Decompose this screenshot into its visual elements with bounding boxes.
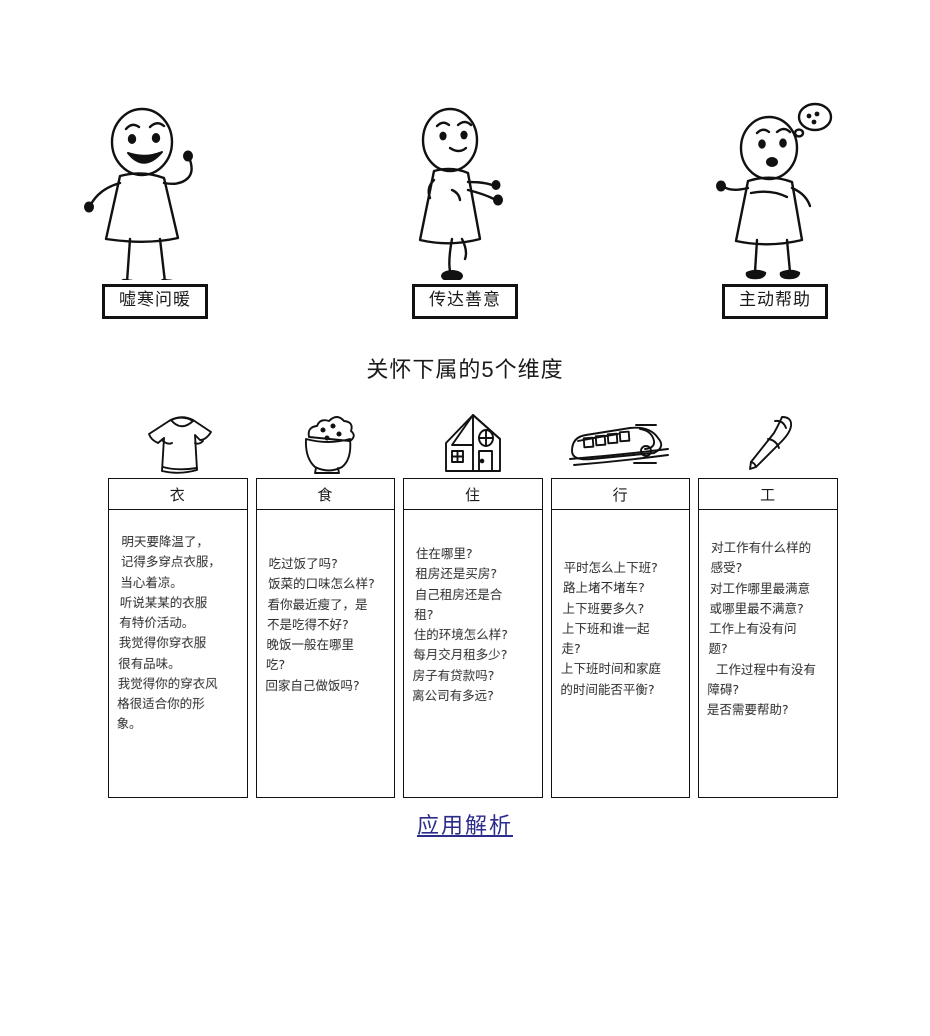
train-icon [546, 403, 692, 475]
figure-label-2: 传达善意 [412, 284, 518, 319]
column-body-5: 对工作有什么样的 感受? 对工作哪里最满意 或哪里最不满意? 工作上有没有问 题… [698, 510, 838, 798]
column-header-2: 食 [255, 478, 396, 510]
figure-cell-3: 主动帮助 [620, 95, 930, 335]
column-body-4: 平时怎么上下班? 路上堵不堵车? 上下班要多久? 上下班和谁一起 走? 上下班时… [550, 510, 691, 798]
column-text-3: 住在哪里? 租房还是买房? 自己租房还是合 租? 住的环境怎么样? 每月交月租多… [412, 546, 509, 703]
figure-label-3: 主动帮助 [722, 284, 828, 319]
figure-label-1: 嘘寒问暖 [102, 284, 208, 319]
column-header-1: 衣 [108, 478, 248, 510]
column-text-1: 明天要降温了， 记得多穿点衣服， 当心着凉。 听说某某的衣服 有特价活动。 我觉… [116, 534, 222, 732]
dimension-icon-row [108, 403, 838, 475]
column-text-2: 吃过饭了吗? 饭菜的口味怎么样? 看你最近瘦了，是 不是吃得不好? 晚饭一般在哪… [264, 556, 375, 693]
stick-figure-waving-smiling-icon [80, 95, 230, 280]
rice-bowl-icon [254, 403, 400, 475]
column-text-4: 平时怎么上下班? 路上堵不堵车? 上下班要多久? 上下班和谁一起 走? 上下班时… [560, 560, 661, 697]
stick-figure-thinking-helping-icon [695, 95, 855, 280]
column-header-5: 工 [698, 478, 838, 510]
figure-cell-2: 传达善意 [310, 95, 620, 335]
dimension-table: 衣 明天要降温了， 记得多穿点衣服， 当心着凉。 听说某某的衣服 有特价活动。 … [108, 478, 838, 798]
column-body-2: 吃过饭了吗? 饭菜的口味怎么样? 看你最近瘦了，是 不是吃得不好? 晚饭一般在哪… [255, 510, 396, 798]
table-column-4: 行 平时怎么上下班? 路上堵不堵车? 上下班要多久? 上下班和谁一起 走? 上下… [550, 478, 691, 798]
table-column-1: 衣 明天要降温了， 记得多穿点衣服， 当心着凉。 听说某某的衣服 有特价活动。 … [108, 478, 248, 798]
application-analysis-link[interactable]: 应用解析 [416, 813, 513, 838]
pen-icon [692, 403, 838, 475]
column-body-1: 明天要降温了， 记得多穿点衣服， 当心着凉。 听说某某的衣服 有特价活动。 我觉… [108, 510, 248, 798]
table-column-3: 住 住在哪里? 租房还是买房? 自己租房还是合 租? 住的环境怎么样? 每月交月… [403, 478, 543, 798]
column-header-4: 行 [550, 478, 691, 510]
stick-figure-gesturing-kindness-icon [390, 95, 540, 280]
column-header-3: 住 [403, 478, 543, 510]
house-icon [400, 403, 546, 475]
figure-cell-1: 嘘寒问暖 [0, 95, 310, 335]
section-title: 关怀下属的5个维度 [366, 357, 564, 382]
footer-link-container: 应用解析 [0, 808, 930, 840]
table-column-2: 食 吃过饭了吗? 饭菜的口味怎么样? 看你最近瘦了，是 不是吃得不好? 晚饭一般… [255, 478, 396, 798]
tshirt-icon [108, 403, 254, 475]
figure-row: 嘘寒问暖 [0, 95, 930, 335]
column-body-3: 住在哪里? 租房还是买房? 自己租房还是合 租? 住的环境怎么样? 每月交月租多… [403, 510, 543, 798]
table-column-5: 工 对工作有什么样的 感受? 对工作哪里最满意 或哪里最不满意? 工作上有没有问… [698, 478, 838, 798]
column-text-5: 对工作有什么样的 感受? 对工作哪里最满意 或哪里最不满意? 工作上有没有问 题… [707, 540, 817, 717]
